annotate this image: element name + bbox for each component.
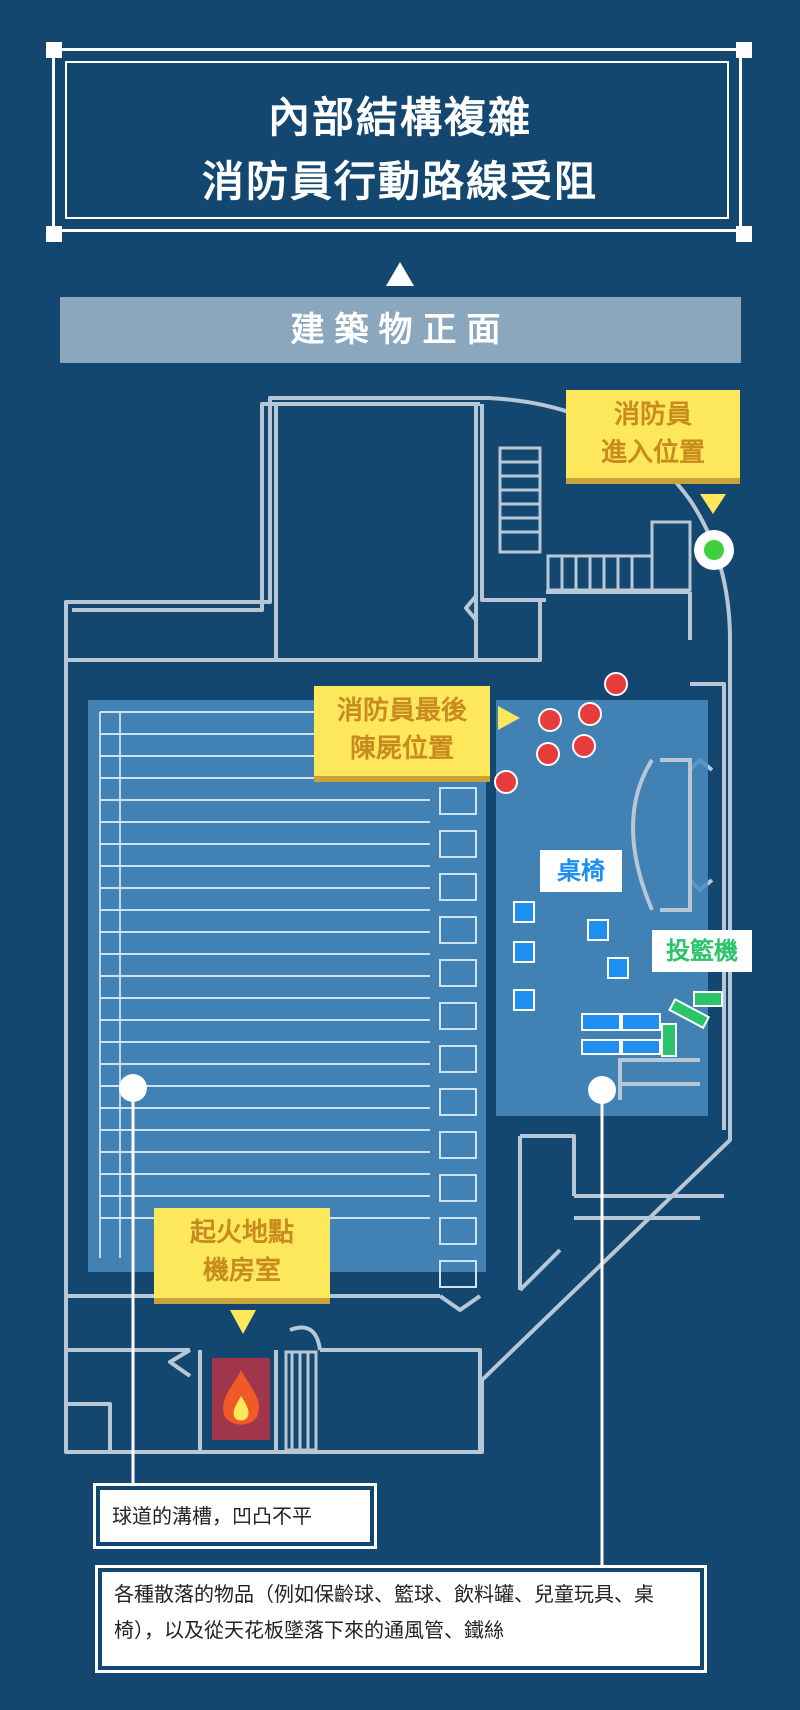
chair bbox=[513, 941, 535, 963]
arcade-machine-icon bbox=[661, 991, 723, 1057]
title-line-2: 消防員行動路線受阻 bbox=[201, 157, 598, 206]
pin-deck bbox=[439, 873, 477, 901]
debris-note: 各種散落的物品（例如保齡球、籃球、飲料罐、兒童玩具、桌椅），以及從天花板墜落下來… bbox=[95, 1565, 707, 1673]
pin-deck bbox=[439, 1174, 477, 1202]
pin-deck bbox=[439, 916, 477, 944]
lanes-note: 球道的溝槽，凹凸不平 bbox=[93, 1483, 377, 1549]
chair bbox=[513, 901, 535, 923]
pin-deck bbox=[439, 1002, 477, 1030]
pin-deck bbox=[439, 959, 477, 987]
body-callout: 消防員最後 陳屍位置 bbox=[314, 686, 490, 782]
title-frame-inner bbox=[65, 61, 729, 219]
fire-callout-line-2: 機房室 bbox=[202, 1256, 281, 1286]
tables-label: 桌椅 bbox=[540, 850, 622, 892]
title-frame bbox=[52, 48, 742, 232]
chair bbox=[607, 957, 629, 979]
frame-corner bbox=[46, 226, 62, 242]
entry-callout: 消防員 進入位置 bbox=[566, 390, 740, 484]
chair bbox=[513, 989, 535, 1011]
victim-marker-icon bbox=[494, 672, 628, 794]
fire-callout: 起火地點 機房室 bbox=[154, 1208, 330, 1304]
pin-deck bbox=[439, 1045, 477, 1073]
frame-corner bbox=[736, 42, 752, 58]
frame-corner bbox=[46, 42, 62, 58]
pin-deck bbox=[439, 1217, 477, 1245]
table-icon bbox=[513, 901, 661, 1055]
entry-callout-line-2: 進入位置 bbox=[600, 438, 705, 468]
building-front-label: 建築物正面 bbox=[60, 297, 741, 363]
frame-corner bbox=[736, 226, 752, 242]
pin-deck bbox=[439, 830, 477, 858]
body-callout-line-1: 消防員最後 bbox=[336, 696, 467, 726]
fire-callout-line-1: 起火地點 bbox=[189, 1218, 294, 1248]
arcade-label: 投籃機 bbox=[652, 930, 752, 972]
chair bbox=[587, 919, 609, 941]
bowling-lanes-area bbox=[88, 700, 486, 1272]
title-line-1: 內部結構複雜 bbox=[267, 93, 532, 142]
entry-callout-line-1: 消防員 bbox=[613, 400, 692, 430]
pin-deck bbox=[439, 1131, 477, 1159]
pin-deck bbox=[439, 1260, 477, 1288]
front-arrow-icon bbox=[386, 262, 414, 286]
pin-deck bbox=[439, 1088, 477, 1116]
pin-deck bbox=[439, 787, 477, 815]
body-callout-line-2: 陳屍位置 bbox=[349, 734, 454, 764]
